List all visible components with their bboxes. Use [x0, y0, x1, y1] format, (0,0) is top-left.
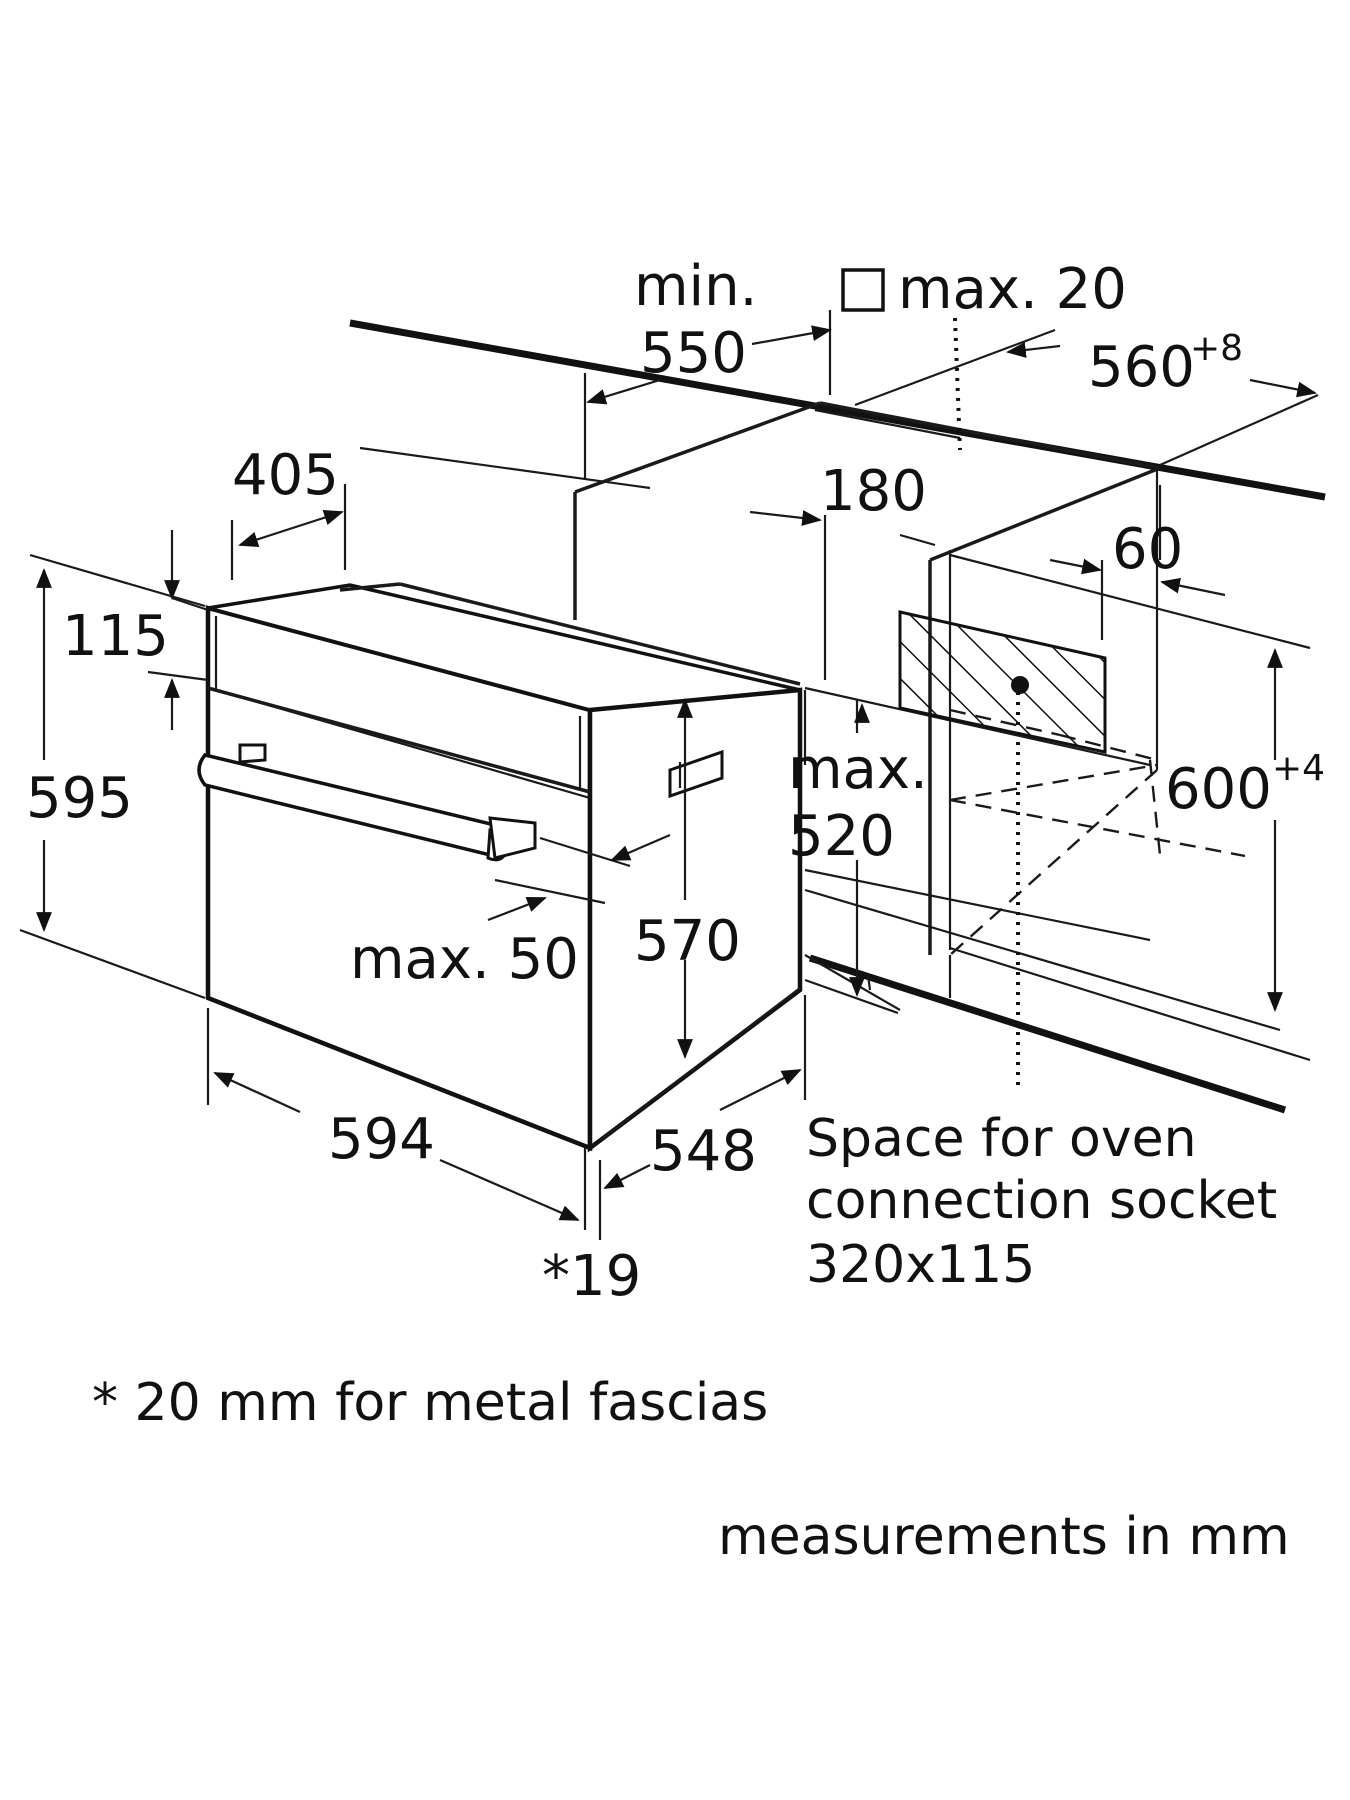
dim-548-label: 548: [650, 1119, 757, 1184]
dim-min-label: min.: [634, 254, 757, 319]
oven-body: [205, 582, 803, 1153]
dim-600-label: 600: [1165, 757, 1272, 822]
dim-max50-label: max. 50: [350, 927, 579, 992]
dim-max520-label-a: max.: [788, 737, 928, 802]
socket-area: [898, 317, 1107, 1090]
dim-550-label: 550: [640, 321, 747, 386]
socket-dot: [1011, 676, 1029, 694]
units-note: measurements in mm: [718, 1507, 1290, 1567]
socket-caption-line3: 320x115: [806, 1235, 1035, 1295]
footnote: * 20 mm for metal fascias: [92, 1373, 768, 1433]
dim-560-tolerance: +8: [1190, 328, 1243, 369]
socket-caption-line2: connection socket: [806, 1171, 1277, 1231]
dim-115-label: 115: [62, 604, 169, 669]
door-handle: [197, 743, 537, 862]
dim-600-tolerance: +4: [1272, 748, 1325, 789]
dim-60-label: 60: [1112, 517, 1183, 582]
dim-595-label: 595: [26, 766, 133, 831]
dim-max20-label: max. 20: [898, 257, 1127, 322]
cabinet-niche: [573, 401, 1311, 1062]
socket-caption-line1: Space for oven: [806, 1109, 1197, 1169]
worktop-lines: [349, 319, 1326, 1114]
dim-19-label: *19: [542, 1244, 641, 1309]
socket-caption: Space for oven connection socket 320x115: [806, 1109, 1277, 1295]
square-symbol-icon: [841, 268, 885, 312]
dim-560-label: 560: [1088, 335, 1195, 400]
dim-405-label: 405: [232, 443, 339, 508]
dim-594-label: 594: [328, 1107, 435, 1172]
dim-180-label: 180: [820, 459, 927, 524]
dimension-lines: [19, 268, 1319, 1240]
dimension-labels: min. 550 max. 20 560 +8 405 180 60 115 5…: [26, 254, 1325, 1309]
dim-570-label: 570: [634, 909, 741, 974]
dim-max520-label-b: 520: [788, 804, 895, 869]
